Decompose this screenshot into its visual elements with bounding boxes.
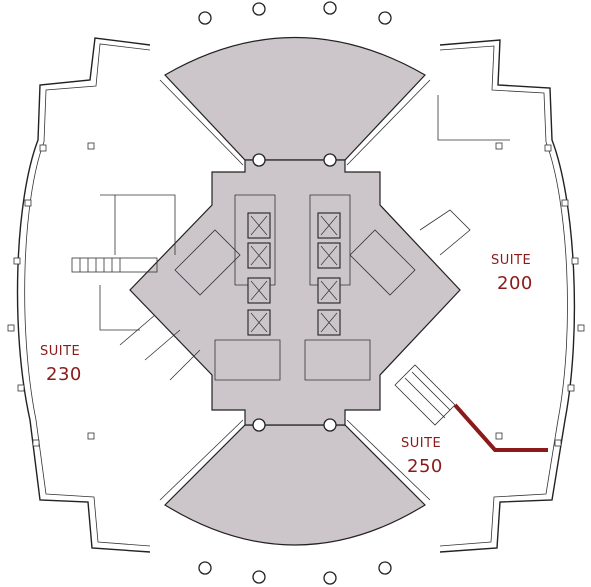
stairs-west — [71, 257, 158, 273]
building-core — [129, 159, 461, 426]
suite-250-boundary — [453, 403, 548, 452]
east-wing-outline — [439, 39, 576, 553]
suite-230-number: 230 — [46, 364, 82, 385]
suite-250-word: SUITE — [401, 436, 441, 451]
suite-200-partitions — [419, 95, 510, 256]
core-service-areas — [174, 194, 416, 381]
west-wing-outline — [16, 37, 151, 553]
suite-230-partitions — [99, 194, 201, 381]
exterior-columns — [198, 1, 392, 585]
suite-label-250: SUITE 250 — [401, 436, 443, 477]
suite-200-number: 200 — [497, 273, 533, 294]
suite-250-number: 250 — [407, 456, 443, 477]
window-mullions — [7, 142, 585, 447]
stairs-southeast — [394, 364, 456, 426]
lobby-columns — [252, 153, 337, 432]
suite-230-word: SUITE — [40, 344, 80, 359]
suite-label-230: SUITE 230 — [40, 344, 82, 385]
south-lobby — [164, 424, 426, 546]
north-lobby — [164, 37, 426, 161]
elevator-bank-east — [317, 212, 341, 336]
suite-label-200: SUITE 200 — [491, 253, 533, 294]
elevator-bank-west — [247, 212, 271, 336]
suite-200-word: SUITE — [491, 253, 531, 268]
